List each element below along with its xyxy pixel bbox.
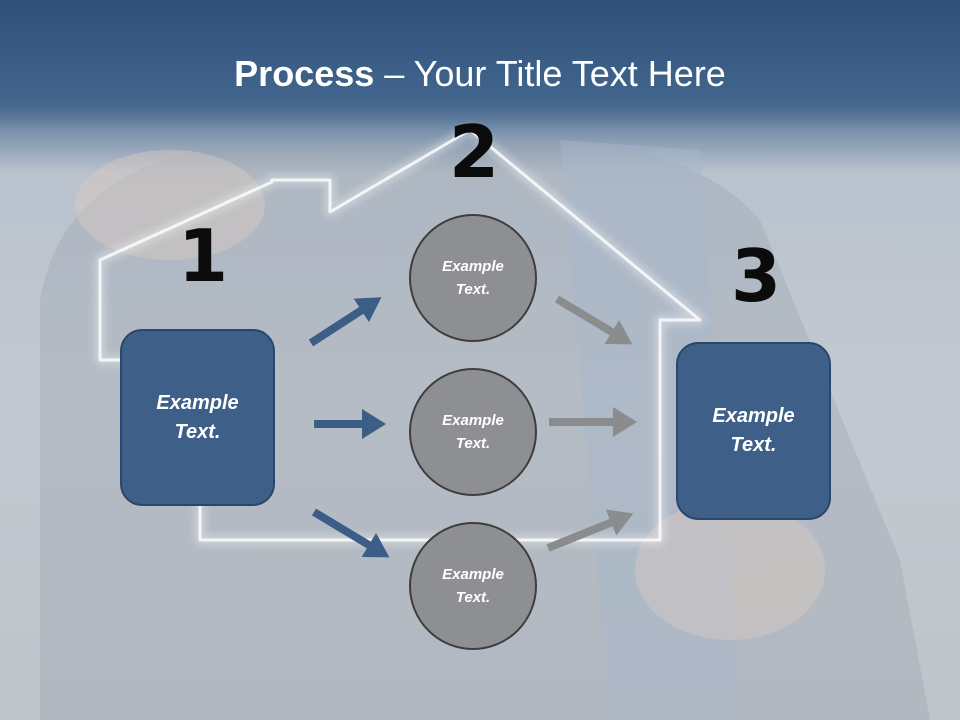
title-rest: – Your Title Text Here xyxy=(374,53,726,94)
title-bold: Process xyxy=(234,53,375,94)
step-2-circle-middle[interactable]: Example Text. xyxy=(409,368,537,496)
arrow-right-middle xyxy=(549,407,637,437)
arrow-left-down xyxy=(311,508,390,558)
step-number-2: 2 xyxy=(449,110,500,194)
step-1-box[interactable]: Example Text. xyxy=(120,329,275,506)
arrow-right-down xyxy=(554,295,633,345)
page-title: Process – Your Title Text Here xyxy=(0,52,960,96)
step-number-1: 1 xyxy=(178,214,229,298)
step-2-text-bottom: Example Text. xyxy=(442,566,504,606)
step-2-circle-top[interactable]: Example Text. xyxy=(409,214,537,342)
step-2-text-middle: Example Text. xyxy=(442,412,504,452)
step-1-text: Example Text. xyxy=(156,391,239,443)
arrow-left-middle xyxy=(314,409,386,439)
step-3-box[interactable]: Example Text. xyxy=(676,342,831,520)
step-number-3: 3 xyxy=(731,234,782,318)
step-2-text-top: Example Text. xyxy=(442,258,504,298)
step-2-circle-bottom[interactable]: Example Text. xyxy=(409,522,537,650)
arrow-left-up xyxy=(308,297,382,347)
title-band xyxy=(0,0,960,130)
arrow-right-up xyxy=(546,509,634,552)
step-3-text: Example Text. xyxy=(712,405,795,456)
